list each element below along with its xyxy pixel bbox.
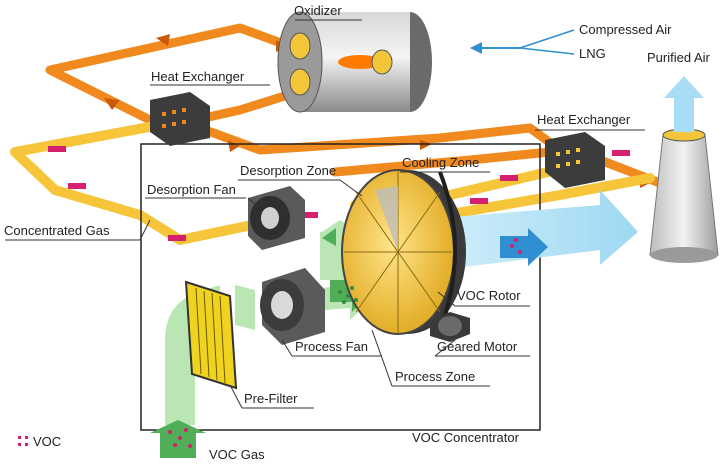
label-geared-motor: Geared Motor: [437, 339, 518, 354]
leader-lines: [5, 19, 645, 409]
label-process-fan: Process Fan: [295, 339, 368, 354]
heat-exchanger-left: [150, 92, 210, 146]
process-fan: [260, 268, 325, 345]
label-concentrated-gas: Concentrated Gas: [4, 223, 110, 238]
voc-concentrator-frame: [140, 143, 541, 431]
cooling-return-arrow: [322, 228, 336, 246]
label-desorption-fan: Desorption Fan: [147, 182, 236, 197]
pre-filter: [184, 280, 238, 390]
fuel-supply-arrow: [470, 29, 575, 55]
voc-legend-swatch: [18, 436, 28, 446]
geared-motor: [430, 312, 470, 342]
label-voc-gas: VOC Gas: [209, 447, 265, 462]
label-cooling-zone: Cooling Zone: [402, 155, 479, 170]
label-voc-rotor: VOC Rotor: [457, 288, 521, 303]
clean-air-stream: [440, 190, 638, 270]
hot-duct-arrows: [104, 34, 652, 188]
oxidizer: [277, 11, 432, 113]
voc-legend: VOC: [18, 434, 61, 449]
label-purified-air: Purified Air: [647, 50, 711, 65]
purified-air-arrow: [664, 76, 704, 132]
label-voc-legend: VOC: [33, 434, 61, 449]
voc-rotor: [341, 169, 466, 335]
label-voc-concentrator: VOC Concentrator: [412, 430, 520, 445]
label-process-zone: Process Zone: [395, 369, 475, 384]
label-heat-exchanger-right: Heat Exchanger: [537, 112, 631, 127]
voc-particles-process: [338, 286, 358, 304]
label-heat-exchanger-left: Heat Exchanger: [151, 69, 245, 84]
desorption-fan: [248, 186, 305, 250]
voc-particles-rotor-exit: [510, 238, 522, 254]
label-oxidizer: Oxidizer: [294, 3, 342, 18]
label-compressed-air: Compressed Air: [579, 22, 672, 37]
voc-gas-inlet-arrow: [150, 420, 206, 458]
label-pre-filter: Pre-Filter: [244, 391, 298, 406]
label-desorption-zone: Desorption Zone: [240, 163, 336, 178]
voc-particles-inlet: [168, 428, 192, 448]
label-lng: LNG: [579, 46, 606, 61]
exhaust-stack: [649, 128, 719, 263]
heat-exchanger-right: [545, 132, 605, 188]
